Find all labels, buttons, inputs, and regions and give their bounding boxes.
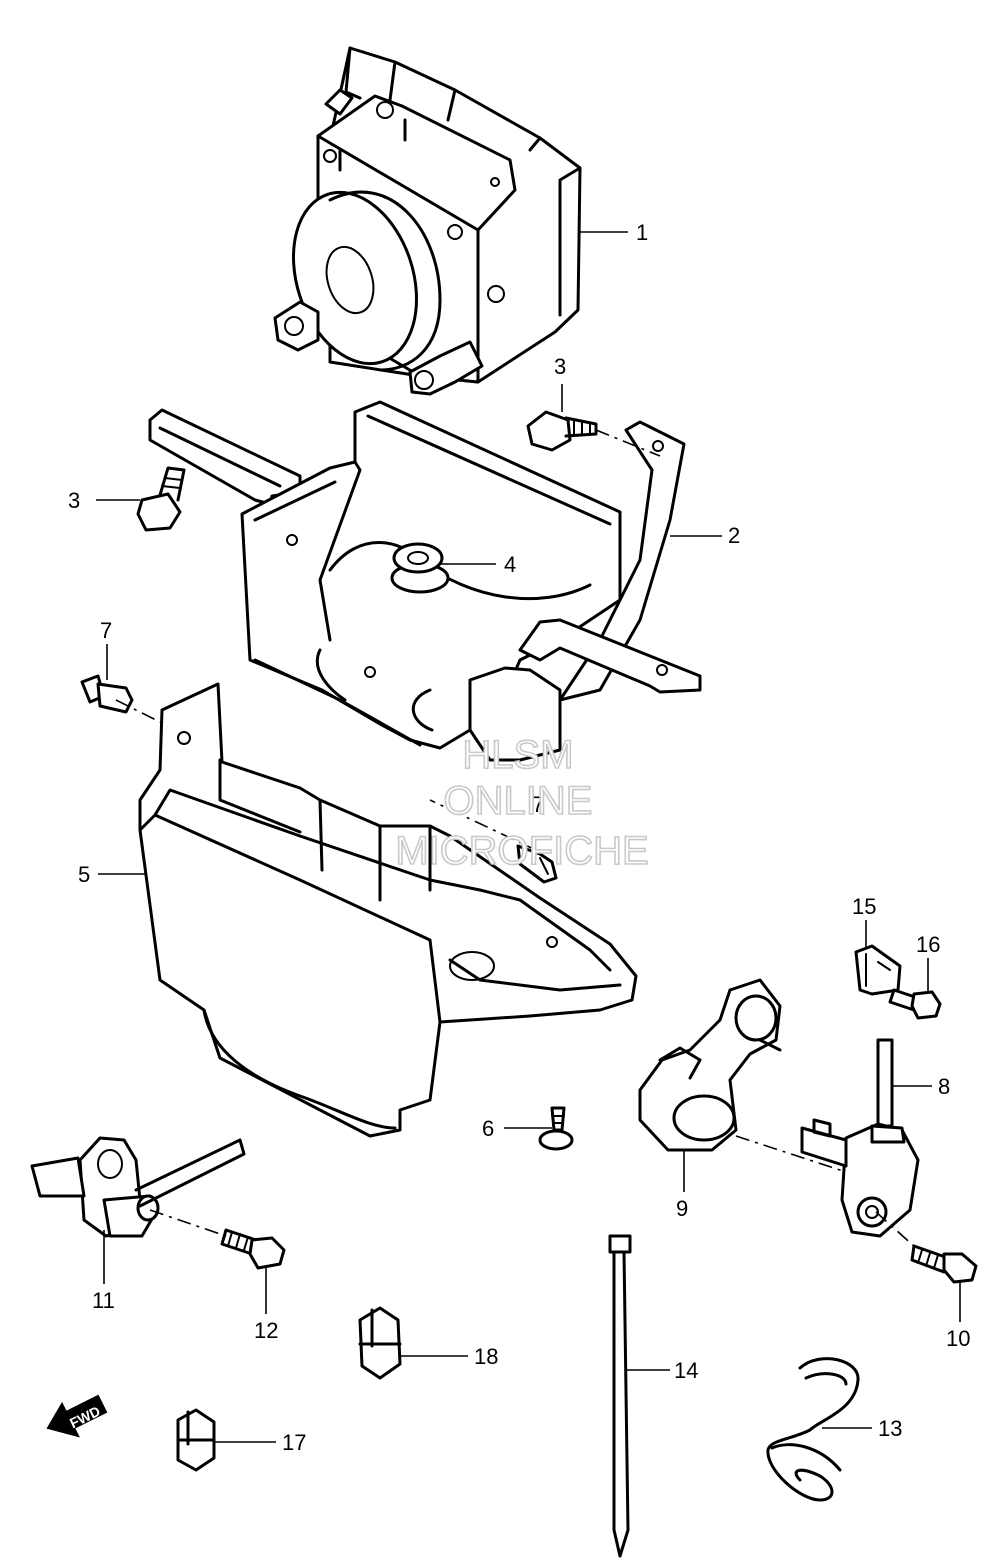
callout-8: 8 (938, 1074, 950, 1099)
watermark-line-2: ONLINE (444, 779, 593, 823)
watermark-line-1: HLSM (462, 733, 573, 777)
spring-clip (766, 1357, 860, 1502)
clip-17 (176, 1408, 216, 1472)
rivet-lower (516, 844, 558, 884)
callout-3-right: 3 (554, 354, 566, 379)
watermark: HLSM ONLINE MICROFICHE (395, 732, 650, 874)
cable-tie (608, 1234, 632, 1558)
callout-9: 9 (676, 1196, 688, 1221)
callout-14: 14 (674, 1358, 698, 1383)
callout-15: 15 (852, 894, 876, 919)
bolt-16 (888, 988, 942, 1020)
callout-17: 17 (282, 1430, 306, 1455)
callout-10: 10 (946, 1326, 970, 1351)
callout-3-left: 3 (68, 488, 80, 513)
watermark-line-3: MICROFICHE (395, 829, 648, 873)
lower-cover (138, 682, 638, 1138)
callout-7-upper: 7 (100, 618, 112, 643)
callout-numbers: 1 2 3 3 4 5 6 7 7 8 9 10 11 12 13 14 15 … (68, 220, 970, 1455)
leader-lines (96, 231, 961, 1443)
wheel-speed-sensor-right (800, 1038, 920, 1238)
bolt-left (136, 466, 186, 532)
callout-5: 5 (78, 862, 90, 887)
callout-2: 2 (728, 523, 740, 548)
clip-18 (358, 1306, 402, 1380)
clamp-bracket (854, 944, 902, 996)
callout-7-lower: 7 (532, 792, 544, 817)
fwd-label: FWD (67, 1403, 103, 1431)
screw-6 (538, 1106, 574, 1151)
bolt-12 (220, 1228, 286, 1270)
callout-11: 11 (92, 1288, 115, 1313)
grommet (390, 542, 450, 594)
callout-16: 16 (916, 932, 940, 957)
sensor-rotor (638, 978, 782, 1152)
fwd-arrow: FWD (46, 1394, 108, 1438)
bolt-right (526, 410, 598, 452)
callout-13: 13 (878, 1416, 902, 1441)
callout-1: 1 (636, 220, 648, 245)
callout-18: 18 (474, 1344, 498, 1369)
rivet-upper (80, 674, 134, 714)
callout-4: 4 (504, 552, 516, 577)
callout-12: 12 (254, 1318, 278, 1343)
callout-6: 6 (482, 1116, 494, 1141)
wheel-speed-sensor-left (30, 1136, 246, 1238)
bolt-10 (910, 1244, 978, 1284)
abs-hydraulic-unit (273, 46, 582, 396)
